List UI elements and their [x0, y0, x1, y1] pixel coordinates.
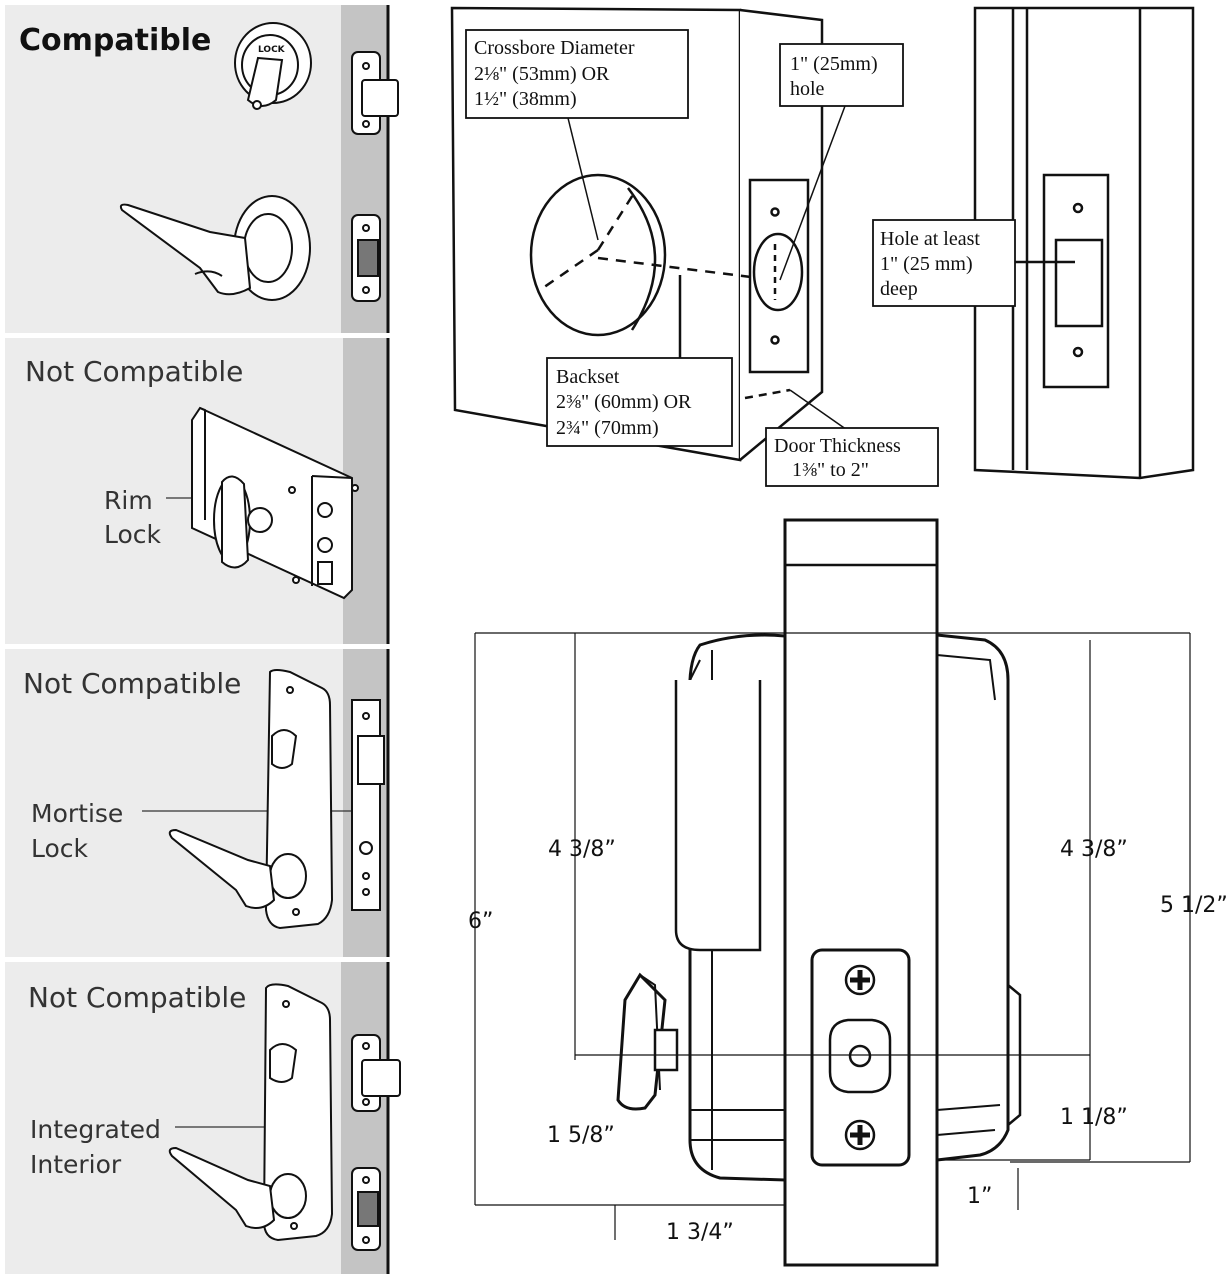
- door-prep-diagram: [450, 6, 1195, 480]
- panel-4-heading: Not Compatible: [28, 981, 246, 1014]
- backset-label-box: [546, 357, 733, 447]
- backset-label-line-1: Backset: [556, 366, 620, 388]
- hole-depth-label-line-1: Hole at least: [880, 228, 980, 250]
- hole-label-line-2: hole: [790, 78, 825, 100]
- lock-dimension-diagram: [474, 518, 1191, 1267]
- door-prep-labels: Crossbore Diameter 2⅛" (53mm) OR 1½" (38…: [465, 29, 1016, 487]
- hole-depth-label-line-2: 1" (25 mm): [880, 253, 973, 275]
- body-height-left-label: 4 3/8”: [548, 837, 616, 862]
- panel-2-heading: Not Compatible: [25, 355, 243, 388]
- passage-lever-drawing: [119, 195, 311, 301]
- integrated-interior-label-line-1: Integrated: [30, 1115, 161, 1144]
- mortise-lock-label-line-1: Mortise: [31, 799, 123, 828]
- hole-depth-label-line-3: deep: [880, 278, 918, 300]
- panel-1-heading: Compatible: [19, 23, 211, 58]
- crossbore-label-line-2: 2⅛" (53mm) OR: [474, 63, 610, 85]
- hole-label-line-1: 1" (25mm): [790, 53, 878, 75]
- panel-1-latch-plates: [351, 51, 399, 302]
- rim-lock-drawing: [191, 406, 359, 600]
- thumbturn-lock-text: LOCK: [258, 45, 286, 55]
- backset-label-line-3: 2¾" (70mm): [556, 417, 659, 439]
- crossbore-label-box: [465, 29, 689, 119]
- body-height-right-label: 4 3/8”: [1060, 837, 1128, 862]
- hole-label-box: [779, 43, 904, 107]
- deadbolt-thumbturn-drawing: LOCK: [234, 22, 312, 110]
- mortise-lock-label-line-2: Lock: [31, 834, 89, 863]
- door-thickness-label-line-2: 1⅜" to 2": [792, 459, 869, 481]
- crossbore-label-line-3: 1½" (38mm): [474, 88, 577, 110]
- overall-height-right-label: 5 1/2”: [1160, 893, 1227, 918]
- depth-bottom-right-label: 1”: [967, 1184, 992, 1209]
- depth-bottom-left-label: 1 3/4”: [666, 1220, 734, 1245]
- rim-lock-label-line-1: Rim: [104, 486, 153, 515]
- compatibility-panels: Compatible Not Compatible Not Compatible…: [5, 5, 401, 1274]
- backset-label-line-2: 2⅜" (60mm) OR: [556, 391, 692, 413]
- rim-lock-label-line-2: Lock: [104, 520, 162, 549]
- dimension-labels: 6” 4 3/8” 4 3/8” 5 1/2” 1 5/8” 1 1/8” 1 …: [468, 837, 1227, 1245]
- integrated-interior-drawing: [168, 983, 401, 1251]
- hole-depth-label-box: [872, 219, 1016, 307]
- door-thickness-label-line-1: Door Thickness: [774, 435, 901, 457]
- crossbore-label-line-1: Crossbore Diameter: [474, 37, 635, 59]
- integrated-interior-label-line-2: Interior: [30, 1150, 122, 1179]
- turn-offset-right-label: 1 1/8”: [1060, 1105, 1128, 1130]
- door-thickness-label-box: [765, 427, 939, 487]
- panel-3-heading: Not Compatible: [23, 667, 241, 700]
- overall-height-left-label: 6”: [468, 909, 493, 934]
- turn-offset-left-label: 1 5/8”: [547, 1123, 615, 1148]
- mortise-lock-drawing: [168, 669, 385, 930]
